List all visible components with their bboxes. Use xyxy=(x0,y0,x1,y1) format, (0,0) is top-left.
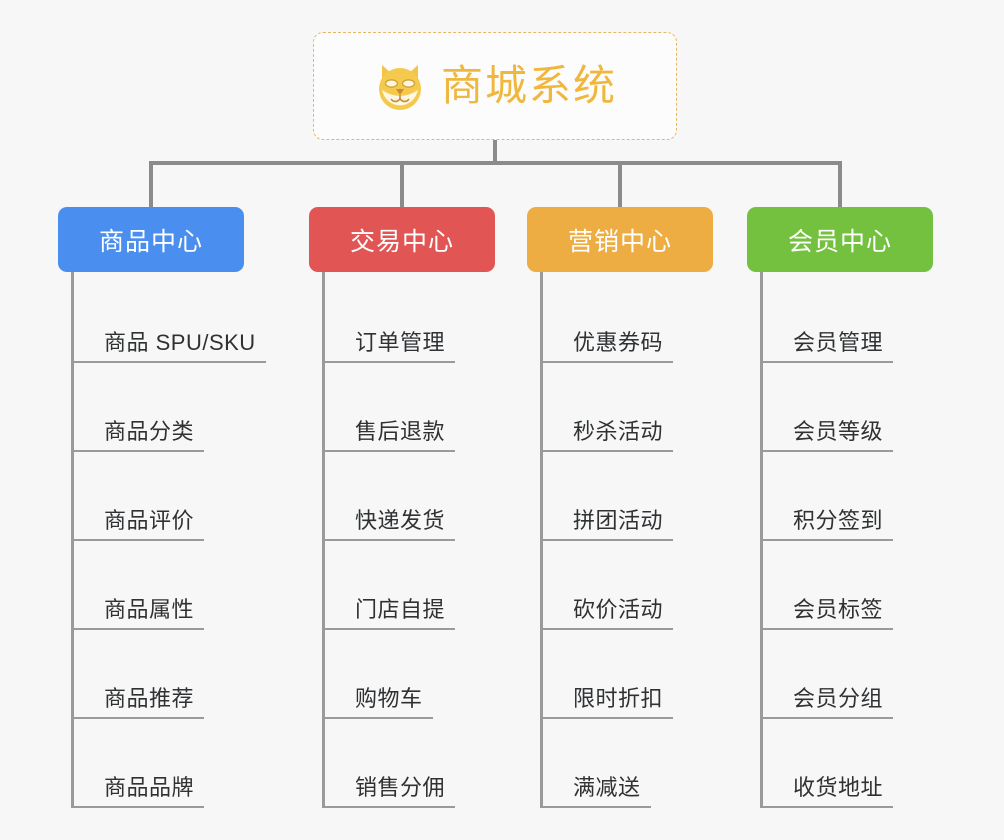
branch-item-label: 限时折扣 xyxy=(573,686,664,711)
branch-item-label: 销售分佣 xyxy=(355,775,446,800)
branch-column-1: 商品中心 商品 SPU/SKU 商品分类商品评价商品属性商品推荐商品品牌 xyxy=(58,207,266,808)
branch-item[interactable]: 商品属性 xyxy=(74,541,244,630)
branch-item-underline xyxy=(325,806,455,808)
branch-item-list-4: 会员管理会员等级积分签到会员标签会员分组收货地址 xyxy=(760,272,933,808)
branch-item-label: 优惠券码 xyxy=(573,330,664,355)
branch-header-label-3: 营销中心 xyxy=(567,227,672,256)
branch-item[interactable]: 订单管理 xyxy=(325,274,495,363)
branch-item-underline xyxy=(74,717,204,719)
branch-item-underline xyxy=(74,361,266,363)
branch-item-underline xyxy=(763,628,893,630)
branch-item-label: 门店自提 xyxy=(355,597,446,622)
branch-item-label: 会员管理 xyxy=(793,330,884,355)
connector-branch-stem-2 xyxy=(400,161,404,208)
branch-item-underline xyxy=(543,717,673,719)
branch-item-underline xyxy=(325,628,455,630)
branch-column-2: 交易中心 订单管理售后退款快递发货门店自提购物车销售分佣 xyxy=(309,207,495,808)
branch-item[interactable]: 快递发货 xyxy=(325,452,495,541)
branch-item-label: 商品属性 xyxy=(104,597,195,622)
branch-item[interactable]: 会员分组 xyxy=(763,630,933,719)
branch-item-underline xyxy=(763,450,893,452)
branch-item[interactable]: 积分签到 xyxy=(763,452,933,541)
branch-item[interactable]: 优惠券码 xyxy=(543,274,713,363)
branch-item-label: 会员标签 xyxy=(793,597,884,622)
connector-branch-stem-3 xyxy=(618,161,622,208)
shiba-dog-emoji xyxy=(373,59,427,113)
branch-item[interactable]: 砍价活动 xyxy=(543,541,713,630)
branch-item-label: 购物车 xyxy=(355,686,423,711)
branch-item-underline xyxy=(543,361,673,363)
branch-item-underline xyxy=(74,806,204,808)
branch-item-list-3: 优惠券码秒杀活动拼团活动砍价活动限时折扣满减送 xyxy=(540,272,713,808)
branch-item[interactable]: 商品评价 xyxy=(74,452,244,541)
branch-item-label: 商品品牌 xyxy=(104,775,195,800)
branch-item-underline xyxy=(74,628,204,630)
branch-item-label: 会员等级 xyxy=(793,419,884,444)
branch-item-label: 商品推荐 xyxy=(104,686,195,711)
branch-item-underline xyxy=(325,539,455,541)
branch-item-underline xyxy=(543,628,673,630)
branch-column-3: 营销中心 优惠券码秒杀活动拼团活动砍价活动限时折扣满减送 xyxy=(527,207,713,808)
branch-item-underline xyxy=(763,539,893,541)
root-node[interactable]: 商城系统 xyxy=(313,32,677,140)
connector-horizontal-bus xyxy=(150,161,840,165)
branch-item-underline xyxy=(325,717,433,719)
branch-header-label-2: 交易中心 xyxy=(349,227,454,256)
root-title: 商城系统 xyxy=(440,62,617,109)
branch-item[interactable]: 购物车 xyxy=(325,630,495,719)
branch-item[interactable]: 会员标签 xyxy=(763,541,933,630)
branch-item-label: 砍价活动 xyxy=(573,597,664,622)
branch-item-list-2: 订单管理售后退款快递发货门店自提购物车销售分佣 xyxy=(322,272,495,808)
branch-item-label: 拼团活动 xyxy=(573,508,664,533)
branch-header-4[interactable]: 会员中心 xyxy=(747,207,933,272)
branch-item-underline xyxy=(543,806,651,808)
branch-header-3[interactable]: 营销中心 xyxy=(527,207,713,272)
branch-item-underline xyxy=(543,450,673,452)
branch-item[interactable]: 售后退款 xyxy=(325,363,495,452)
branch-item-label: 积分签到 xyxy=(793,508,884,533)
connector-branch-stem-4 xyxy=(838,161,842,208)
connector-branch-stem-1 xyxy=(149,161,153,208)
branch-item-underline xyxy=(74,539,204,541)
branch-column-4: 会员中心 会员管理会员等级积分签到会员标签会员分组收货地址 xyxy=(747,207,933,808)
branch-item-underline xyxy=(763,717,893,719)
branch-item-label: 商品分类 xyxy=(104,419,195,444)
branch-header-2[interactable]: 交易中心 xyxy=(309,207,495,272)
branch-item[interactable]: 商品品牌 xyxy=(74,719,244,808)
branch-item-underline xyxy=(763,806,893,808)
branch-item[interactable]: 商品分类 xyxy=(74,363,244,452)
branch-item-label: 商品评价 xyxy=(104,508,195,533)
branch-item-list-1: 商品 SPU/SKU 商品分类商品评价商品属性商品推荐商品品牌 xyxy=(71,272,266,808)
branch-item-underline xyxy=(74,450,204,452)
branch-item[interactable]: 会员等级 xyxy=(763,363,933,452)
branch-item-underline xyxy=(543,539,673,541)
branch-item[interactable]: 商品 SPU/SKU xyxy=(74,274,266,363)
branch-item[interactable]: 会员管理 xyxy=(763,274,933,363)
branch-item[interactable]: 门店自提 xyxy=(325,541,495,630)
branch-item[interactable]: 拼团活动 xyxy=(543,452,713,541)
branch-item-label: 快递发货 xyxy=(355,508,446,533)
branch-item[interactable]: 收货地址 xyxy=(763,719,933,808)
branch-item-label: 秒杀活动 xyxy=(573,419,664,444)
branch-header-label-4: 会员中心 xyxy=(787,227,892,256)
branch-header-1[interactable]: 商品中心 xyxy=(58,207,244,272)
branch-item-underline xyxy=(325,361,455,363)
connector-root-stem xyxy=(493,140,497,164)
branch-item[interactable]: 秒杀活动 xyxy=(543,363,713,452)
branch-item-underline xyxy=(763,361,893,363)
branch-item-label: 满减送 xyxy=(573,775,641,800)
branch-item-label: 会员分组 xyxy=(793,686,884,711)
branch-item-underline xyxy=(325,450,455,452)
branch-item[interactable]: 商品推荐 xyxy=(74,630,244,719)
branch-item-label: 售后退款 xyxy=(355,419,446,444)
branch-header-label-1: 商品中心 xyxy=(98,227,203,256)
branch-item[interactable]: 限时折扣 xyxy=(543,630,713,719)
branch-item[interactable]: 满减送 xyxy=(543,719,713,808)
branch-item-label: 订单管理 xyxy=(355,330,446,355)
branch-item-label: 收货地址 xyxy=(793,775,884,800)
branch-item-label: 商品 SPU/SKU xyxy=(104,330,256,355)
branch-item[interactable]: 销售分佣 xyxy=(325,719,495,808)
